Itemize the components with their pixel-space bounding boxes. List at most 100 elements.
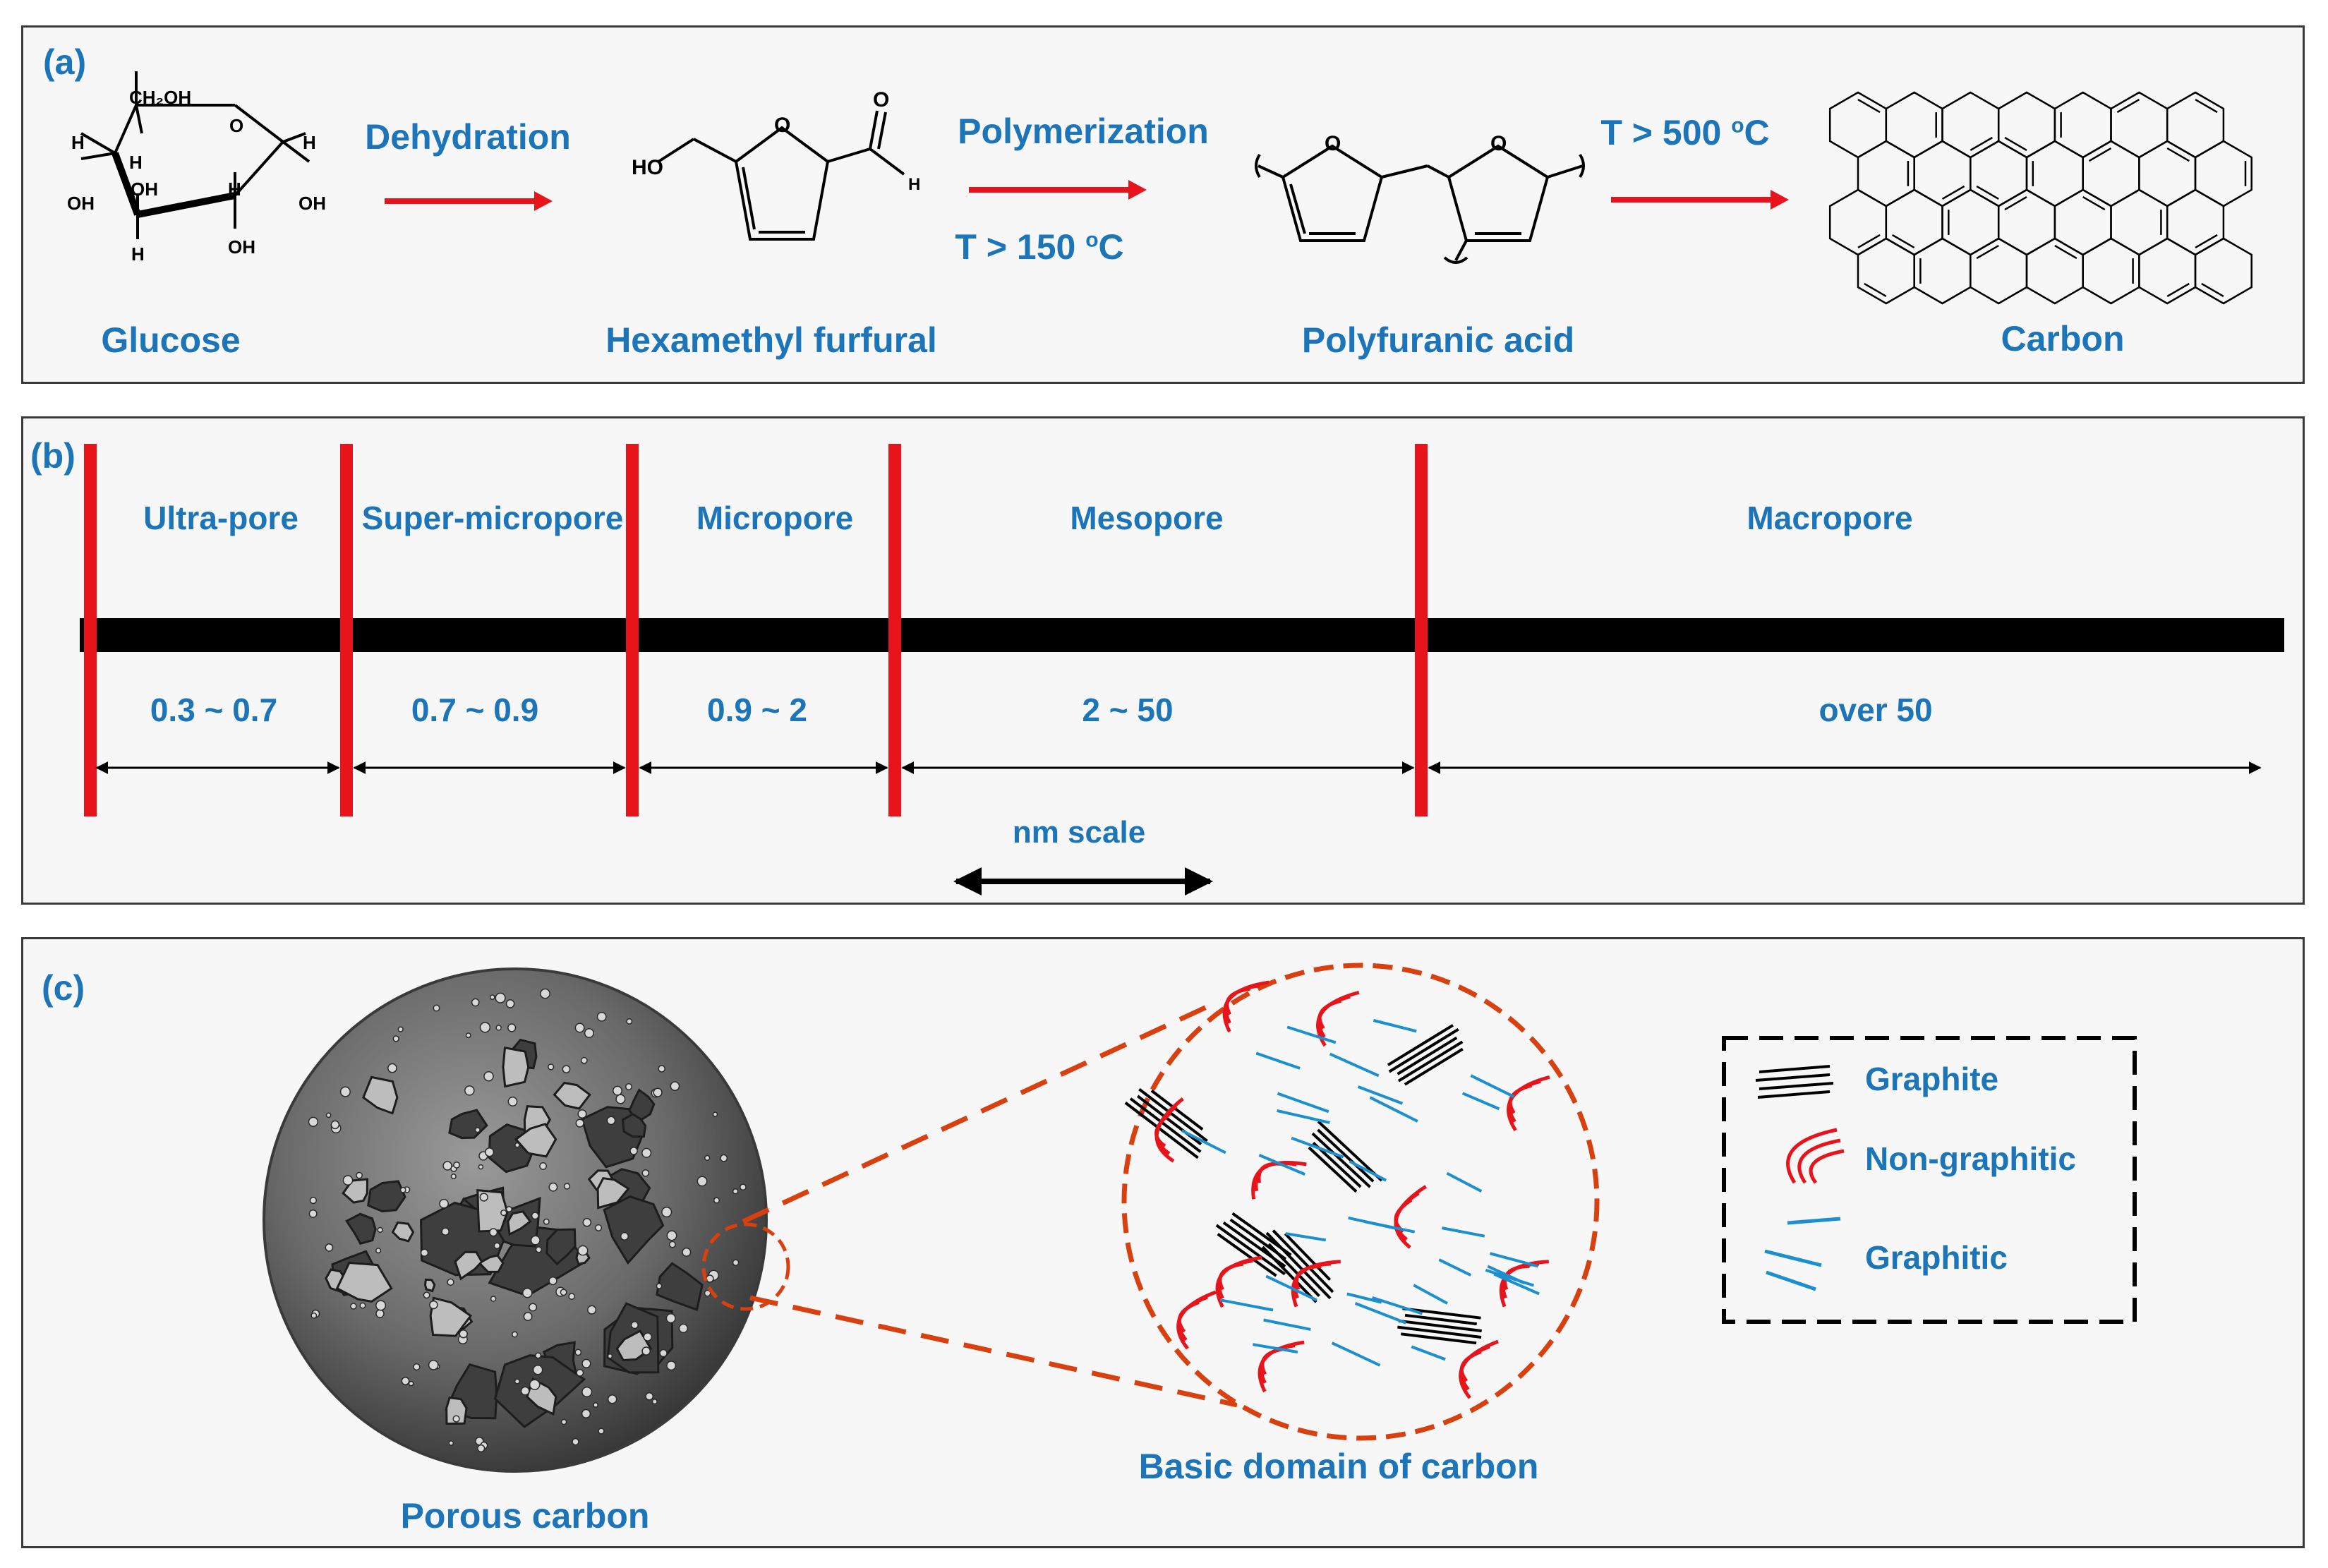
pore-dot — [489, 994, 495, 1000]
graphene-double-bond — [2082, 196, 2106, 211]
graphitic-layer — [1369, 1096, 1418, 1123]
pore-dot — [560, 1289, 567, 1296]
graphite-layer — [1129, 1097, 1202, 1153]
graphitic-layer — [1411, 1345, 1446, 1361]
hmf-carbonyl-o-label: O — [873, 88, 889, 111]
pore-light-blob — [429, 1296, 473, 1337]
porous-carbon-sphere — [263, 967, 768, 1473]
pore-dot — [483, 1071, 494, 1082]
graphite-layer — [1272, 1229, 1334, 1293]
pore-dot — [308, 1116, 319, 1127]
pore-dot — [732, 1259, 740, 1266]
zoom-source-circle — [701, 1222, 790, 1311]
pore-light-blob — [454, 1250, 483, 1281]
pore-dot — [581, 1409, 591, 1419]
pore-dot — [453, 1161, 461, 1169]
reaction-arrow-2-head — [1128, 180, 1147, 200]
pore-dot — [613, 1085, 622, 1096]
pore-dot — [641, 1169, 650, 1177]
step-dehydration-label: Dehydration — [365, 117, 571, 157]
pore-dot — [489, 1228, 498, 1237]
step2-temp-unit: C — [1098, 227, 1124, 267]
graphitic-layer — [1373, 1019, 1417, 1033]
pore-dot — [572, 1437, 579, 1446]
graphene-double-bond — [2004, 196, 2027, 211]
graphene-hexagon — [2025, 237, 2084, 305]
panel-c-graphics — [263, 963, 2137, 1473]
non-graphitic-domain — [1294, 1264, 1322, 1291]
graphene-hexagon — [2166, 188, 2225, 256]
pore-light-blob — [335, 1261, 393, 1303]
pore-dot — [581, 1358, 591, 1368]
pore-dot — [514, 1378, 520, 1385]
panel-a-graphics: CH₂OH O H OH H OH H H OH H OH — [67, 71, 2252, 305]
graphitic-layer — [1446, 1171, 1483, 1193]
graphitic-layer — [1285, 1232, 1327, 1242]
pore-dot — [659, 1349, 668, 1358]
graphene-hexagon — [2110, 188, 2169, 256]
legend-non-graphitic-icon — [1786, 1128, 1845, 1184]
pore-dot — [593, 1402, 598, 1408]
legend-graphite-label: Graphite — [1865, 1061, 1999, 1097]
graphite-layer — [1317, 1128, 1375, 1183]
pore-dot — [452, 1415, 460, 1423]
hmf-label: Hexamethyl furfural — [605, 320, 937, 360]
pore-dot — [620, 1231, 629, 1241]
pore-dot — [522, 1287, 533, 1298]
pore-dot — [500, 1209, 507, 1217]
pore-dot — [712, 1111, 718, 1117]
step3-temp-degree: o — [1731, 114, 1744, 138]
zoom-line-bottom — [749, 1295, 1238, 1408]
reaction-arrow-1-head — [534, 191, 553, 211]
pore-dot — [629, 1147, 638, 1155]
carbon-label: Carbon — [2001, 319, 2125, 358]
pore-dot — [529, 1379, 541, 1390]
pore-dark-blob — [345, 1212, 377, 1246]
pore-dot — [490, 1296, 497, 1302]
graphene-hexagon — [1970, 237, 2028, 305]
pore-dot — [401, 1377, 410, 1385]
step2-temperature-condition: T > 150 oC — [955, 227, 1123, 267]
pore-dot — [342, 1175, 354, 1186]
pore-dot — [653, 1087, 663, 1097]
pore-light-blob — [502, 1047, 530, 1088]
step2-temp-value: T > 150 — [955, 227, 1086, 267]
graphene-hexagon — [1913, 237, 1972, 305]
pore-dot — [575, 1118, 584, 1128]
hmf-ring-o-label: O — [774, 114, 790, 137]
graphite-layer — [1215, 1224, 1286, 1276]
graphitic-layer — [1255, 1051, 1301, 1070]
graphite-layer — [1401, 1332, 1477, 1345]
pore-dot — [441, 1227, 450, 1236]
graphitic-layer — [1265, 1274, 1317, 1302]
glucose-oh-label-1: OH — [67, 193, 95, 214]
graphitic-layer — [1349, 1160, 1387, 1182]
pore-dot — [615, 1094, 626, 1104]
graphitic-layer — [1364, 1220, 1416, 1234]
pore-dot — [531, 1212, 539, 1220]
pore-dot — [377, 1226, 383, 1234]
graphite-layer — [1404, 1313, 1477, 1326]
graphene-hexagon — [1997, 188, 2056, 256]
graphitic-layer — [1413, 1284, 1448, 1305]
polyfuranic-o-label-2: O — [1490, 132, 1507, 155]
range-micro: 0.9 ~ 2 — [707, 692, 807, 728]
graphene-double-bond — [2166, 147, 2190, 162]
graphite-layer — [1404, 1047, 1464, 1086]
graphitic-layer — [1489, 1252, 1539, 1268]
graphite-layer — [1397, 1325, 1482, 1339]
legend-graphitic-label: Graphitic — [1865, 1239, 2008, 1276]
pore-dot — [543, 1218, 550, 1225]
pore-boundary-2 — [340, 444, 353, 816]
range-meso: 2 ~ 50 — [1082, 692, 1174, 728]
pore-dot — [479, 1193, 488, 1202]
pore-dot — [596, 1011, 607, 1022]
pore-dot — [720, 1154, 728, 1162]
pore-dot — [511, 1331, 518, 1338]
graphite-layer — [1308, 1146, 1358, 1193]
non-graphitic-domain — [1502, 1264, 1530, 1291]
graphene-hexagon — [2082, 237, 2140, 305]
pore-dot — [732, 1188, 739, 1195]
pore-dot — [429, 1300, 438, 1310]
pore-dot — [529, 1303, 538, 1312]
